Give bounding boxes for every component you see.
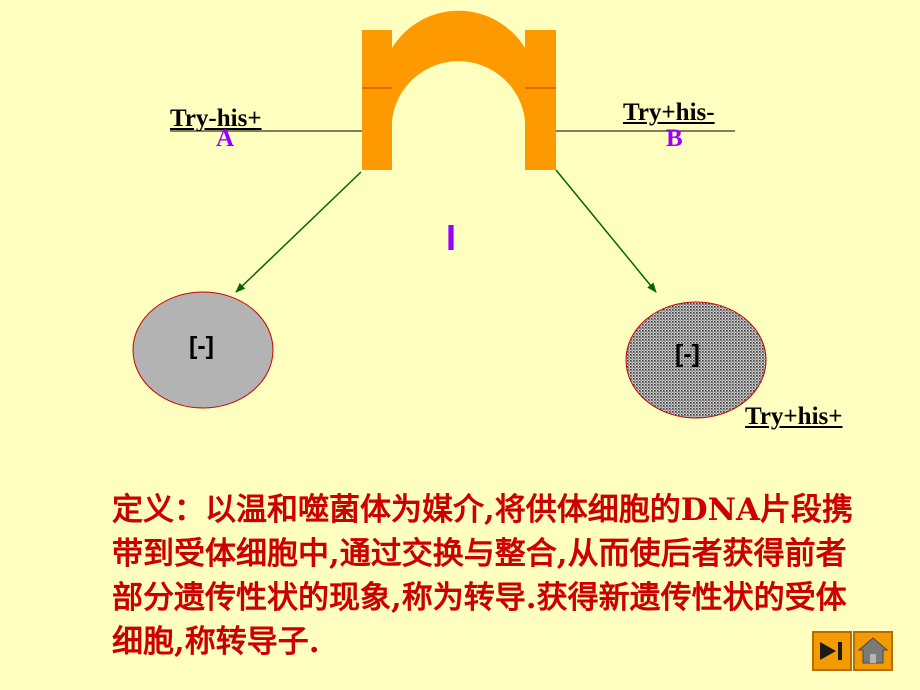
recipient-genotype: Try+his-	[623, 99, 715, 126]
donor-letter: A	[216, 125, 235, 152]
transductant-genotype: Try+his+	[745, 403, 843, 430]
left-cell	[132, 291, 274, 409]
home-button[interactable]	[853, 631, 893, 671]
next-end-button[interactable]	[812, 631, 852, 671]
arrow-to-left-cell	[235, 171, 362, 293]
recipient-letter: B	[666, 125, 683, 152]
phage-mark: I	[446, 217, 457, 258]
home-icon	[857, 637, 889, 664]
definition-text: 定义：以温和噬菌体为媒介,将供体细胞的DNA片段携带到受体细胞中,通过交换与整合…	[112, 492, 854, 660]
left-cell-label: [-]	[189, 332, 214, 360]
phage-arch	[362, 10, 556, 170]
play-end-icon	[820, 642, 842, 660]
arrow-to-right-cell	[555, 169, 657, 293]
right-cell-label: [-]	[675, 340, 700, 368]
donor-genotype: Try-his+	[170, 105, 262, 132]
right-cell	[625, 301, 767, 419]
